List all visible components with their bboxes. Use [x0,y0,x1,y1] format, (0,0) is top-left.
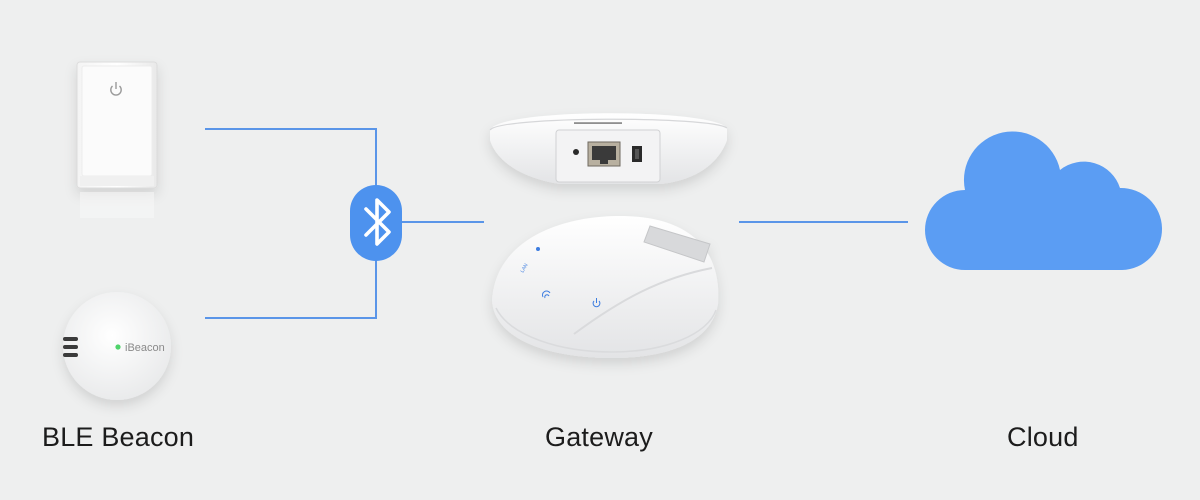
beacon2-to-bluetooth-line [205,260,376,318]
wall-beacon-reflection [80,192,154,218]
ibeacon-status-led [115,344,120,349]
vent-slots-icon [63,337,78,357]
cloud-icon [925,131,1162,270]
gateway-label: Gateway [545,422,653,462]
gateway-front-device [492,216,718,358]
svg-text:▬▬▬▬▬▬▬▬: ▬▬▬▬▬▬▬▬ [574,120,622,126]
beacon1-to-bluetooth-line [205,129,376,186]
gateway-bluetooth-led [536,247,540,251]
ethernet-port-icon [588,142,620,166]
ibeacon-label: iBeacon [125,342,165,354]
bluetooth-badge [350,185,402,261]
cloud-label: Cloud [1007,422,1079,462]
wall-beacon-device [77,62,157,188]
reset-hole-icon [573,149,579,155]
ble-beacon-label: BLE Beacon [42,422,194,462]
power-jack-icon [632,146,642,162]
